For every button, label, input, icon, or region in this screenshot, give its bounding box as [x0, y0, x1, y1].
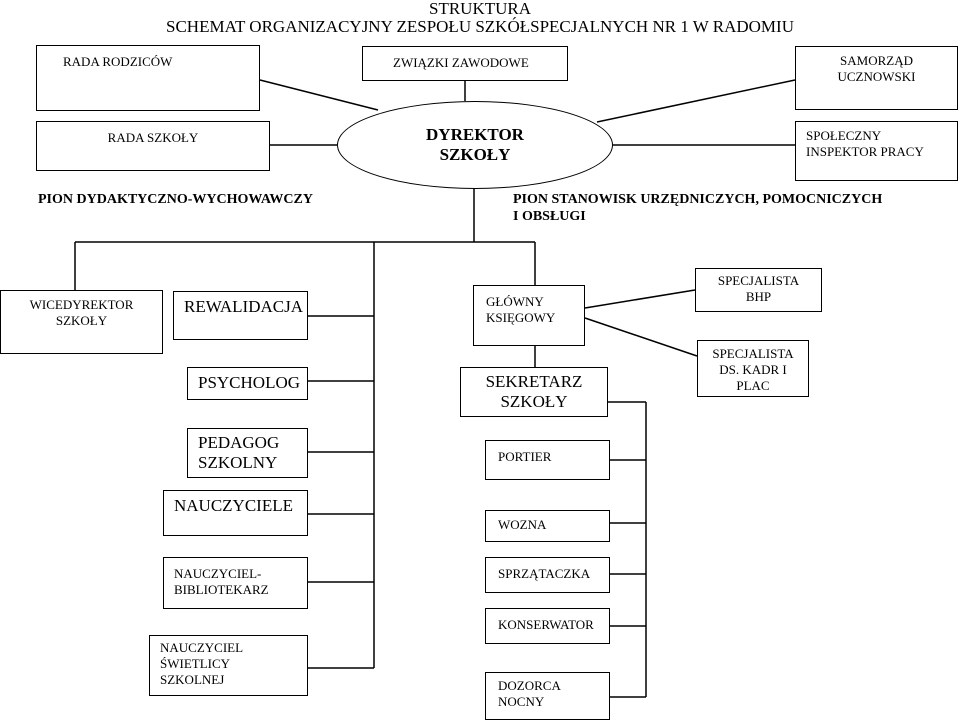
glowny-ksiegowy-box: GŁÓWNY KSIĘGOWY: [473, 285, 585, 346]
dyrektor-szkoly-node: DYREKTOR SZKOŁY: [337, 101, 613, 189]
chart-title: STRUKTURA: [428, 0, 531, 18]
rada-rodzicow-box: RADA RODZICÓW: [36, 45, 260, 111]
nauczyciel-bibliotekarz-box: NAUCZYCIEL- BIBLIOTEKARZ: [163, 557, 308, 609]
wozna-box: WOZNA: [485, 510, 610, 542]
konserwator-box: KONSERWATOR: [485, 608, 610, 644]
rada-szkoly-box: RADA SZKOŁY: [36, 121, 270, 171]
inspektor-pracy-box: SPOŁECZNY INSPEKTOR PRACY: [795, 121, 958, 181]
pion-dydaktyczny-label: PION DYDAKTYCZNO-WYCHOWAWCZY: [38, 192, 313, 207]
wicedyrektor-box: WICEDYREKTOR SZKOŁY: [0, 290, 163, 354]
psycholog-box: PSYCHOLOG: [187, 367, 308, 400]
nauczyciel-swietlicy-box: NAUCZYCIEL ŚWIETLICY SZKOLNEJ: [149, 635, 308, 696]
sekretarz-szkoly-box: SEKRETARZ SZKOŁY: [460, 367, 608, 417]
specjalista-bhp-box: SPECJALISTA BHP: [695, 268, 822, 312]
sprzataczka-box: SPRZĄTACZKA: [485, 557, 610, 593]
nauczyciele-box: NAUCZYCIELE: [163, 490, 308, 536]
zwiazki-zawodowe-box: ZWIĄZKI ZAWODOWE: [362, 46, 568, 81]
pion-administracyjny-label: PION STANOWISK URZĘDNICZYCH, POMOCNICZYC…: [513, 192, 883, 224]
samorzad-uczniowski-box: SAMORZĄD UCZNOWSKI: [795, 46, 958, 110]
pedagog-szkolny-box: PEDAGOG SZKOLNY: [187, 428, 308, 478]
specjalista-kadr-box: SPECJALISTA Ds. KADR i PLAC: [697, 340, 809, 397]
dozorca-nocny-box: DOZORCA NOCNY: [485, 672, 610, 720]
chart-subtitle: SCHEMAT ORGANIZACYJNY ZESPOŁU SZKÓŁSPECJ…: [166, 17, 794, 36]
portier-box: PORTIER: [485, 440, 610, 480]
rewalidacja-box: REWALIDACJA: [173, 291, 308, 340]
